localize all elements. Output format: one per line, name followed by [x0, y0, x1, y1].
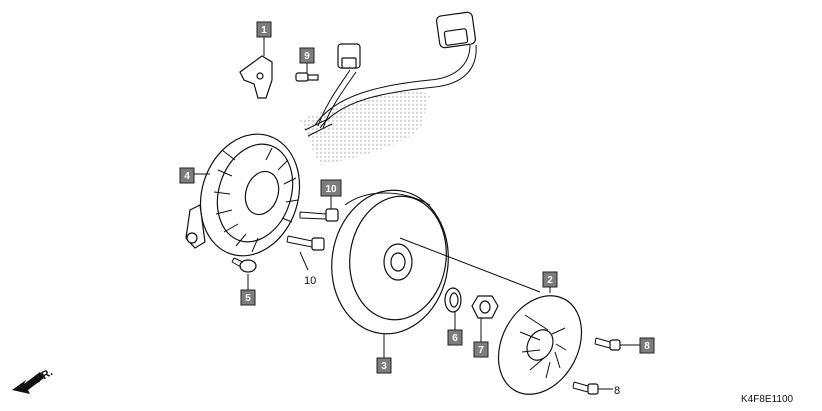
- callout-7: 7: [473, 341, 489, 358]
- callout-6: 6: [447, 329, 463, 346]
- callout-4: 4: [179, 167, 195, 184]
- leader-lines: [194, 37, 640, 390]
- bolt-9: [295, 72, 319, 82]
- front-direction-arrow: FR.: [12, 366, 55, 394]
- callout-8: 8: [639, 337, 655, 354]
- coupler-small: [337, 43, 361, 69]
- callout-5: 5: [240, 289, 256, 306]
- svg-text:9: 9: [304, 51, 310, 62]
- svg-text:FR.: FR.: [34, 366, 55, 385]
- label-8-plain: 8: [614, 385, 620, 397]
- wire-harness: [304, 44, 477, 137]
- flywheel: [331, 189, 449, 335]
- callout-9: 9: [299, 47, 315, 64]
- svg-text:4: 4: [184, 171, 190, 182]
- svg-text:10: 10: [325, 184, 337, 195]
- svg-text:6: 6: [452, 333, 458, 344]
- svg-text:3: 3: [381, 361, 387, 372]
- callout-10: 10: [320, 179, 342, 197]
- svg-text:8: 8: [644, 341, 650, 352]
- svg-text:5: 5: [245, 293, 251, 304]
- nut-7: [471, 295, 499, 319]
- label-10-plain: 10: [304, 275, 316, 287]
- coupler-large: [435, 11, 477, 49]
- bolt-10-lower: [286, 235, 325, 251]
- callout-2: 2: [542, 271, 558, 288]
- callout-1: 1: [256, 21, 272, 38]
- svg-text:2: 2: [547, 275, 553, 286]
- stator-coil: [185, 133, 301, 257]
- bolt-10-upper: [299, 208, 339, 222]
- cooling-fan: [497, 295, 583, 395]
- drawing-code: K4F8E1100: [741, 394, 794, 405]
- wire-clamp: [239, 55, 273, 99]
- washer-6: [444, 287, 462, 313]
- svg-text:1: 1: [261, 25, 267, 36]
- bolt-8-upper: [594, 337, 621, 351]
- svg-text:7: 7: [478, 345, 484, 356]
- harness-shadow: [300, 91, 430, 165]
- bolt-5: [231, 257, 257, 273]
- callout-3: 3: [376, 357, 392, 374]
- bolt-8-lower: [572, 381, 599, 395]
